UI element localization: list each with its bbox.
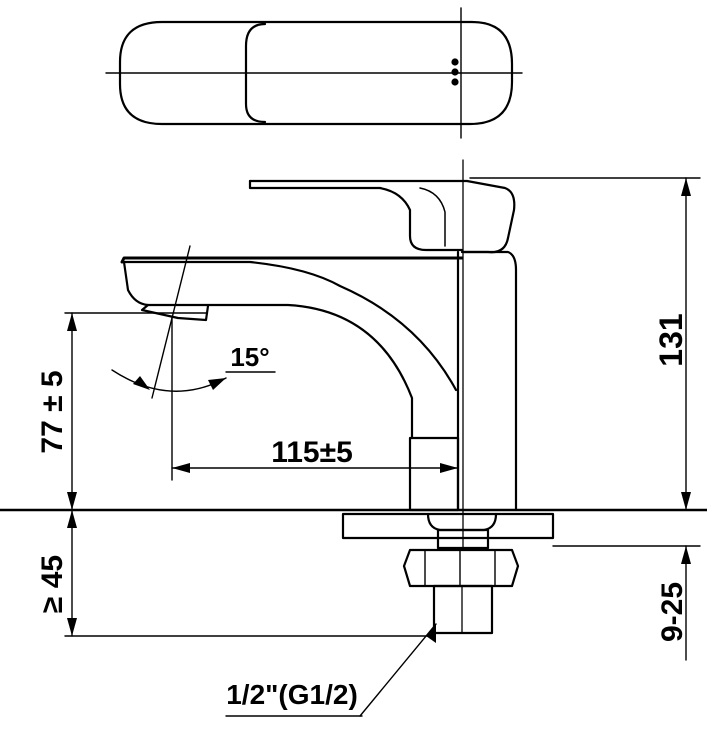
label-height-total: 131: [653, 313, 689, 366]
top-view: [105, 7, 523, 139]
spout-curve-inner: [122, 260, 458, 392]
spout-aerator: [140, 303, 210, 322]
handle-lever: [248, 179, 516, 254]
body-column: [461, 250, 518, 512]
top-view-body-outline: [118, 20, 514, 126]
arrowheads: [67, 178, 691, 643]
threaded-shank: [432, 584, 494, 635]
front-view: [0, 159, 707, 635]
deck-plate: [341, 512, 555, 540]
logo-mark: [451, 58, 459, 66]
top-view-handle-split: [244, 22, 267, 124]
mounting-washer: [426, 512, 498, 532]
label-min-clearance: ≥ 45: [36, 555, 69, 613]
connection-leader: [359, 623, 437, 717]
handle-lever-underside: [248, 179, 464, 252]
label-deck-thickness: 9-25: [656, 582, 689, 642]
dimension-lines: [64, 177, 701, 717]
spout-base-block: [408, 436, 460, 512]
angle-reference-line: [151, 245, 191, 399]
label-spout-reach: 115±5: [271, 436, 353, 469]
spout-curve-outer: [122, 260, 414, 440]
spout-top: [120, 256, 464, 264]
label-connection: 1/2"(G1/2): [226, 679, 358, 710]
label-spout-height: 77 ± 5: [36, 370, 69, 453]
mounting-nut: [402, 548, 520, 588]
label-spout-angle: 15°: [230, 342, 269, 372]
